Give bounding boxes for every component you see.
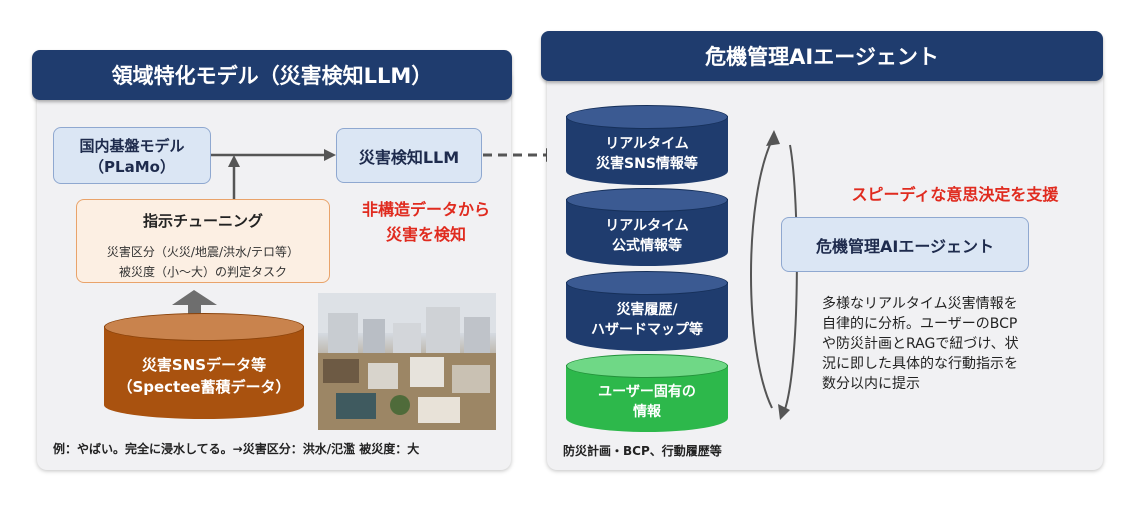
- agent-box: 危機管理AIエージェント: [781, 217, 1029, 272]
- agent-description: 多様なリアルタイム災害情報を 自律的に分析。ユーザーのBCP や防災計画とRAG…: [822, 294, 1092, 394]
- cycle-arrow-head-up: [766, 130, 780, 146]
- desc-line-5: 数分以内に提示: [822, 374, 1092, 394]
- desc-line-1: 多様なリアルタイム災害情報を: [822, 294, 1092, 314]
- desc-line-4: 況に即した具体的な行動指示を: [822, 354, 1092, 374]
- cycle-arrow-head-down: [778, 404, 790, 420]
- decision-red-text: スピーディな意思決定を支援: [820, 181, 1090, 205]
- desc-line-3: や防災計画とRAGで紐づけ、状: [822, 334, 1092, 354]
- desc-line-2: 自律的に分析。ユーザーのBCP: [822, 314, 1092, 334]
